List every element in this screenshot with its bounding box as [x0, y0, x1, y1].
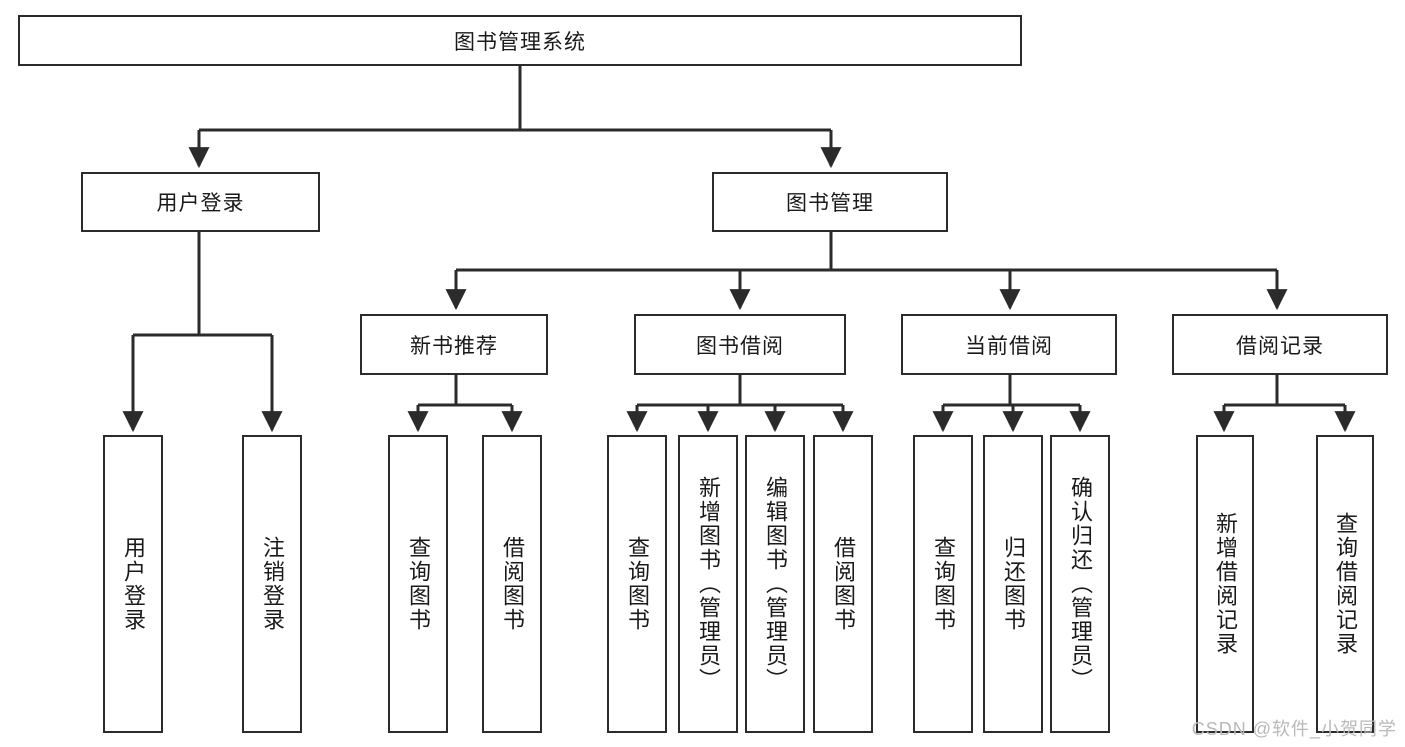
node-root-label: 图书管理系统 — [454, 30, 586, 54]
node-book-management-label: 图书管理 — [786, 192, 874, 215]
leaf-book-borrow-borrow[interactable]: 借阅图书 — [813, 435, 873, 733]
leaf-current-borrow-confirm-return[interactable]: 确认归还（管理员） — [1050, 435, 1110, 733]
leaf-book-borrow-query[interactable]: 查询图书 — [607, 435, 667, 733]
leaf-new-book-query[interactable]: 查询图书 — [388, 435, 448, 733]
node-current-borrow[interactable]: 当前借阅 — [901, 314, 1117, 375]
leaf-new-book-borrow[interactable]: 借阅图书 — [482, 435, 542, 733]
node-book-borrow[interactable]: 图书借阅 — [634, 314, 846, 375]
leaf-label: 用户登录 — [121, 536, 146, 632]
node-book-management[interactable]: 图书管理 — [712, 172, 948, 232]
leaf-label: 新增图书（管理员） — [696, 476, 721, 692]
node-root[interactable]: 图书管理系统 — [18, 15, 1022, 66]
leaf-user-login-login[interactable]: 用户登录 — [103, 435, 163, 733]
leaf-label: 查询图书 — [931, 536, 956, 632]
leaf-current-borrow-return[interactable]: 归还图书 — [983, 435, 1043, 733]
leaf-book-borrow-edit[interactable]: 编辑图书（管理员） — [745, 435, 805, 733]
node-borrow-record[interactable]: 借阅记录 — [1172, 314, 1388, 375]
leaf-borrow-record-query[interactable]: 查询借阅记录 — [1316, 435, 1374, 733]
leaf-label: 编辑图书（管理员） — [763, 476, 788, 692]
leaf-label: 查询图书 — [406, 536, 431, 632]
node-user-login[interactable]: 用户登录 — [81, 172, 320, 232]
leaf-label: 归还图书 — [1001, 536, 1026, 632]
node-new-book-recommend[interactable]: 新书推荐 — [360, 314, 548, 375]
leaf-user-login-logout[interactable]: 注销登录 — [242, 435, 302, 733]
leaf-book-borrow-add[interactable]: 新增图书（管理员） — [678, 435, 738, 733]
node-user-login-label: 用户登录 — [156, 192, 245, 215]
leaf-borrow-record-add[interactable]: 新增借阅记录 — [1196, 435, 1254, 733]
node-book-borrow-label: 图书借阅 — [696, 334, 784, 358]
node-current-borrow-label: 当前借阅 — [965, 334, 1053, 358]
leaf-label: 注销登录 — [260, 536, 285, 632]
leaf-label: 查询借阅记录 — [1333, 512, 1358, 656]
leaf-label: 确认归还（管理员） — [1068, 476, 1093, 692]
leaf-label: 新增借阅记录 — [1213, 512, 1238, 656]
node-new-book-recommend-label: 新书推荐 — [410, 334, 498, 358]
node-borrow-record-label: 借阅记录 — [1236, 334, 1324, 358]
leaf-label: 借阅图书 — [500, 536, 525, 632]
leaf-current-borrow-query[interactable]: 查询图书 — [913, 435, 973, 733]
leaf-label: 查询图书 — [625, 536, 650, 632]
leaf-label: 借阅图书 — [831, 536, 856, 632]
